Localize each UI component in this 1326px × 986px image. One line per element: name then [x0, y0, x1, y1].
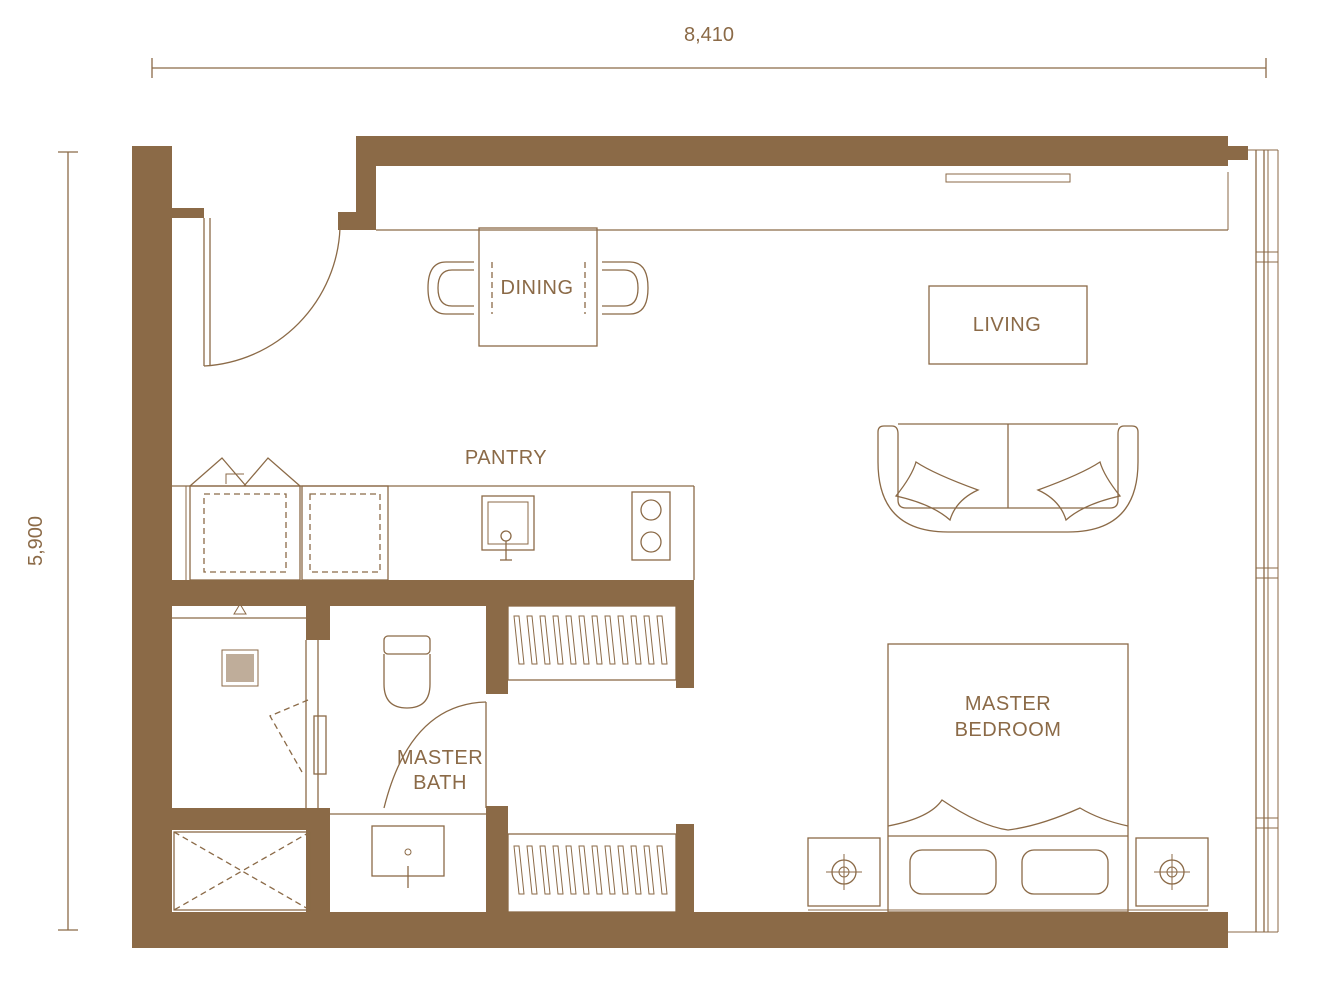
entry-door — [203, 212, 341, 367]
pantry-counter: PANTRY — [172, 447, 695, 580]
bathroom-door — [383, 701, 487, 809]
top-ledge — [376, 173, 1228, 231]
refrigerator — [189, 457, 301, 581]
toilet — [383, 635, 431, 709]
master-bath-label-line1: MASTER — [397, 747, 483, 769]
height-dimension-label: 5,900 — [25, 516, 47, 566]
master-bath-label-line2: BATH — [413, 772, 467, 794]
bed: MASTER BEDROOM — [887, 643, 1129, 913]
shower-tray — [173, 831, 311, 911]
walls — [132, 136, 1248, 948]
wardrobe-lower — [507, 833, 677, 913]
master-bedroom-label-line1: MASTER — [965, 693, 1051, 715]
bedside-table-right — [1135, 837, 1209, 907]
sofa — [877, 423, 1139, 533]
kitchen-sink — [481, 495, 535, 561]
wardrobe-upper — [507, 605, 677, 681]
hob-stove — [631, 491, 671, 561]
width-dimension: 8,410 — [151, 24, 1267, 78]
basin-vanity — [330, 813, 486, 888]
window-glazing — [1227, 149, 1279, 933]
height-dimension: 5,900 — [25, 151, 78, 931]
dining-set: DINING — [427, 227, 649, 347]
tv-console: LIVING — [928, 285, 1088, 365]
living-label: LIVING — [973, 314, 1042, 336]
washing-machine — [301, 485, 389, 581]
dining-label: DINING — [501, 277, 574, 299]
master-bedroom-label-line2: BEDROOM — [955, 719, 1062, 741]
master-bath-label-group: MASTER BATH — [397, 747, 483, 794]
utility-area — [172, 603, 327, 808]
width-dimension-label: 8,410 — [684, 24, 734, 46]
bedside-table-left — [807, 837, 881, 907]
pantry-label: PANTRY — [465, 447, 547, 469]
